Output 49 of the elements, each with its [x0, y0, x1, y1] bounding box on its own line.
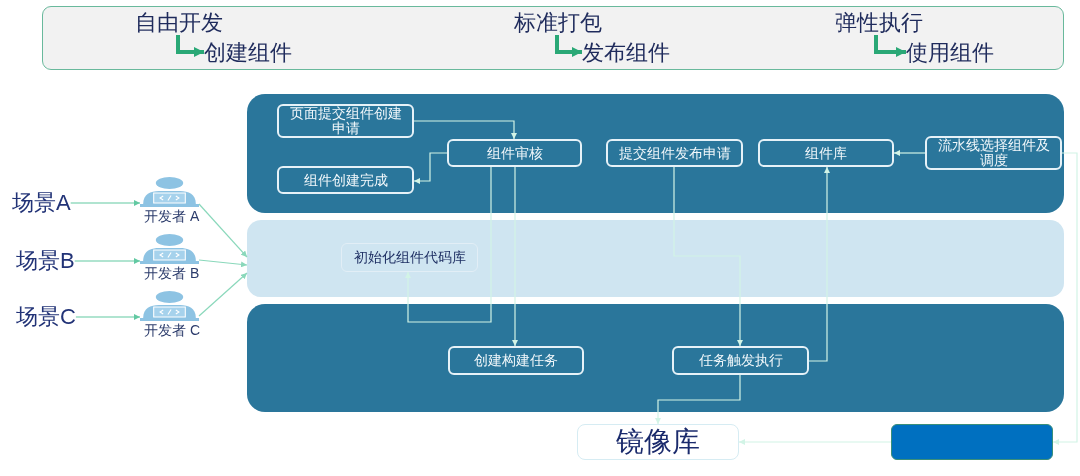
scenario-label: 场景B	[16, 248, 75, 274]
step-label: 创建组件	[204, 41, 292, 65]
scenario-label: 场景C	[16, 304, 76, 330]
step-title: 弹性执行	[835, 11, 923, 35]
arrow	[198, 203, 248, 258]
header-panel	[42, 6, 1064, 70]
developer-icon	[140, 234, 199, 264]
process-box: 组件库	[758, 139, 894, 167]
arrow	[1052, 152, 1078, 445]
developer-icon	[140, 177, 199, 207]
arrow	[176, 35, 204, 57]
step-title: 标准打包	[514, 11, 602, 35]
arrow	[655, 374, 741, 425]
arrow	[874, 35, 906, 57]
arrow	[405, 166, 492, 323]
process-box: 流水线选择组件及调度	[925, 136, 1062, 170]
arrow	[808, 166, 830, 362]
arrow	[738, 439, 892, 445]
arrow	[413, 152, 448, 184]
process-box: 初始化组件代码库	[341, 243, 478, 272]
platform-panel	[247, 304, 1064, 412]
arrow	[70, 200, 141, 206]
process-box: 创建构建任务	[448, 346, 584, 375]
step-label: 发布组件	[582, 41, 670, 65]
arrow	[198, 259, 248, 268]
arrow	[74, 258, 141, 264]
icon-caption: 开发者 C	[144, 322, 200, 338]
developer-icon	[140, 291, 199, 321]
arrow	[75, 314, 141, 320]
arrow	[198, 272, 248, 317]
arrow	[673, 166, 743, 347]
process-box: 提交组件发布申请	[606, 139, 743, 167]
process-box: 页面提交组件创建申请	[277, 104, 414, 138]
step-label: 使用组件	[906, 41, 994, 65]
step-title: 自由开发	[135, 11, 223, 35]
arrow	[893, 150, 926, 156]
process-box: 组件创建完成	[277, 166, 414, 194]
scenario-label: 场景A	[12, 190, 71, 216]
icon-caption: 开发者 A	[144, 208, 200, 224]
arrow	[512, 166, 518, 347]
process-box: 任务触发执行	[672, 346, 809, 375]
process-box: 组件审核	[447, 139, 582, 167]
arrow	[413, 120, 517, 140]
storage-box: 镜像库	[577, 424, 739, 460]
platform-panel	[247, 94, 1064, 213]
service-box	[891, 424, 1053, 460]
platform-panel	[247, 220, 1064, 297]
icon-caption: 开发者 B	[144, 265, 200, 281]
arrow	[555, 35, 582, 57]
